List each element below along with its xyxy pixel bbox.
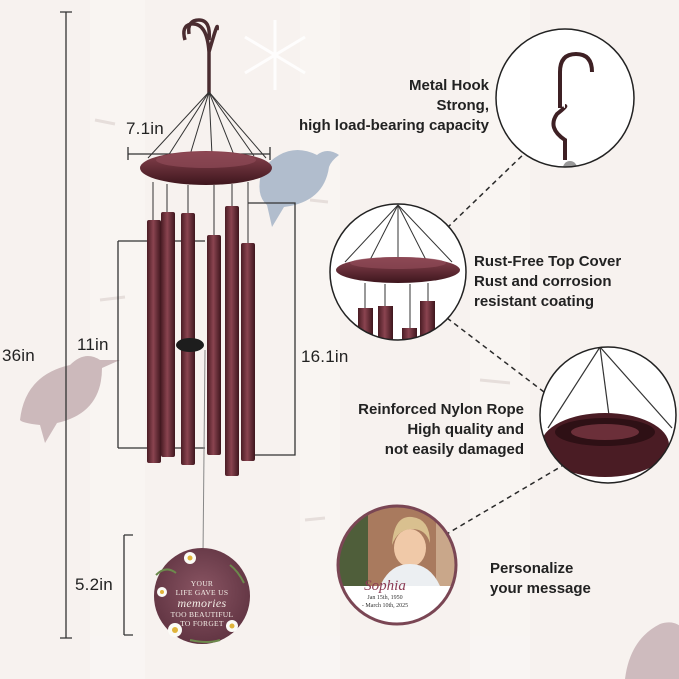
tube-strings (152, 182, 249, 243)
top-cover-feature-title: Rust-Free Top Cover (474, 253, 622, 270)
blue-bird-icon (259, 150, 339, 227)
top-cover-feature-text: Rust-Free Top Cover Rust and corrosion r… (474, 252, 621, 312)
memorial-plaque (154, 548, 250, 644)
snowflake-icon (244, 20, 306, 90)
top-cover-detail-circle (329, 203, 467, 341)
hook-feature-title: Metal Hook (408, 77, 489, 94)
photo-card-text: Sophia Jan 15th, 1950 - March 10th, 2025 (350, 578, 420, 610)
rope-feature-text: Reinforced Nylon Rope High quality and n… (358, 400, 524, 460)
plaque-line: memories (177, 596, 227, 610)
plaque-line: YOUR (190, 579, 214, 588)
top-width-label: 7.1in (126, 119, 164, 138)
plaque-message: YOUR LIFE GAVE US memories TOO BEAUTIFUL… (162, 579, 242, 628)
personalize-feature-text: Personalize your message (490, 559, 591, 599)
pink-bird-icon (625, 622, 679, 679)
hook-detail-circle (495, 28, 635, 168)
chime-length-label: 16.1in (301, 347, 349, 366)
hook-feature-text: Metal Hook Strong, high load-bearing cap… (299, 76, 489, 136)
top-cover-feature-line: Rust and corrosion (474, 273, 612, 290)
personalized-plaque-circle (336, 504, 458, 626)
plaque-line: TO FORGET (180, 619, 224, 628)
personalize-feature-line: your message (490, 580, 591, 597)
rope-feature-line: High quality and (407, 421, 524, 438)
plaque-line: LIFE GAVE US (175, 588, 229, 597)
chime-striker (176, 338, 204, 352)
daisy-decoration (155, 552, 245, 643)
top-cover-feature-line: resistant coating (474, 293, 595, 310)
cap-strings (147, 91, 267, 159)
rope-detail-circle (539, 346, 677, 484)
hook-feature-line: Strong, (436, 97, 490, 114)
connector-lines (444, 149, 568, 536)
total-height-label: 36in (2, 346, 35, 365)
chime-hook (182, 22, 220, 95)
photo-card-name: Sophia (364, 578, 406, 594)
personalize-feature-title: Personalize (490, 560, 574, 577)
photo-card-date: - March 10th, 2025 (361, 603, 409, 609)
plaque-string (202, 349, 206, 556)
pink-bird-icon (20, 356, 120, 443)
birch-background (90, 0, 530, 679)
rope-feature-title: Reinforced Nylon Rope (358, 401, 524, 418)
rope-feature-line: not easily damaged (384, 441, 524, 458)
plaque-size-label: 5.2in (75, 575, 113, 594)
plaque-line: TOO BEAUTIFUL (170, 610, 234, 619)
photo-card-date: Jan 15th, 1950 (367, 595, 403, 601)
chime-hook-curl (186, 18, 212, 41)
tube-length-label: 11in (77, 335, 109, 354)
hook-feature-line: high load-bearing capacity (298, 117, 489, 134)
